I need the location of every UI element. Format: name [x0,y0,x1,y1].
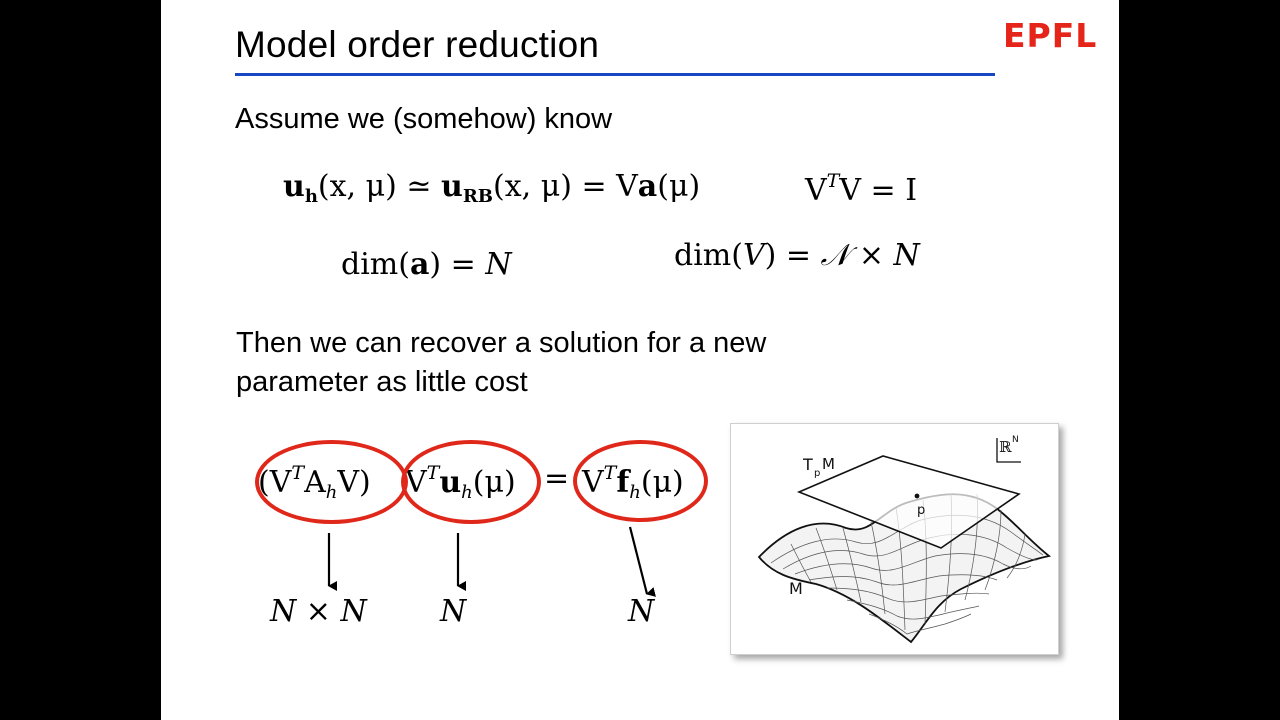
dim-label-unknown: N [440,594,467,629]
ellipse-rhs [573,440,708,522]
space-label-sup: N [1012,435,1019,445]
title-underline [235,73,995,76]
space-corner [996,438,1021,463]
manifold-sketch: p T p M M ℝ N [757,435,1052,644]
orthogonality-equation: VTV = I [805,170,918,208]
ellipse-unknown [401,440,541,524]
point-p-label: p [917,503,925,518]
then-text-line2: parameter as little cost [236,366,528,398]
slide-title: Model order reduction [235,24,600,65]
tangent-label-p: p [814,468,820,479]
dim-v-equation: dim(V) = 𝒩 × N [674,238,920,273]
approximation-equation: uh(x, μ) ≃ uRB(x, μ) = Va(μ) [283,169,701,207]
tangent-plane [796,455,1021,549]
tangent-label-t: T [802,455,813,474]
assume-text: Assume we (somehow) know [235,103,613,135]
arrow-rhs [628,526,656,597]
space-label: ℝ [999,438,1012,456]
manifold-figure: p T p M M ℝ N [730,423,1059,655]
slide: Model order reduction EPFL Assume we (so… [161,0,1119,720]
dim-label-rhs: N [628,594,655,629]
dim-label-matrix: N × N [270,594,367,629]
then-text-line1: Then we can recover a solution for a new [236,327,767,359]
tangent-label-m: M [822,455,835,473]
dim-a-equation: dim(a) = N [341,247,512,282]
equals-sign: = [544,461,570,496]
epfl-logo: EPFL [1003,16,1098,55]
point-p-marker [914,493,920,499]
dimension-arrows [327,526,656,597]
manifold-label: M [789,579,803,598]
